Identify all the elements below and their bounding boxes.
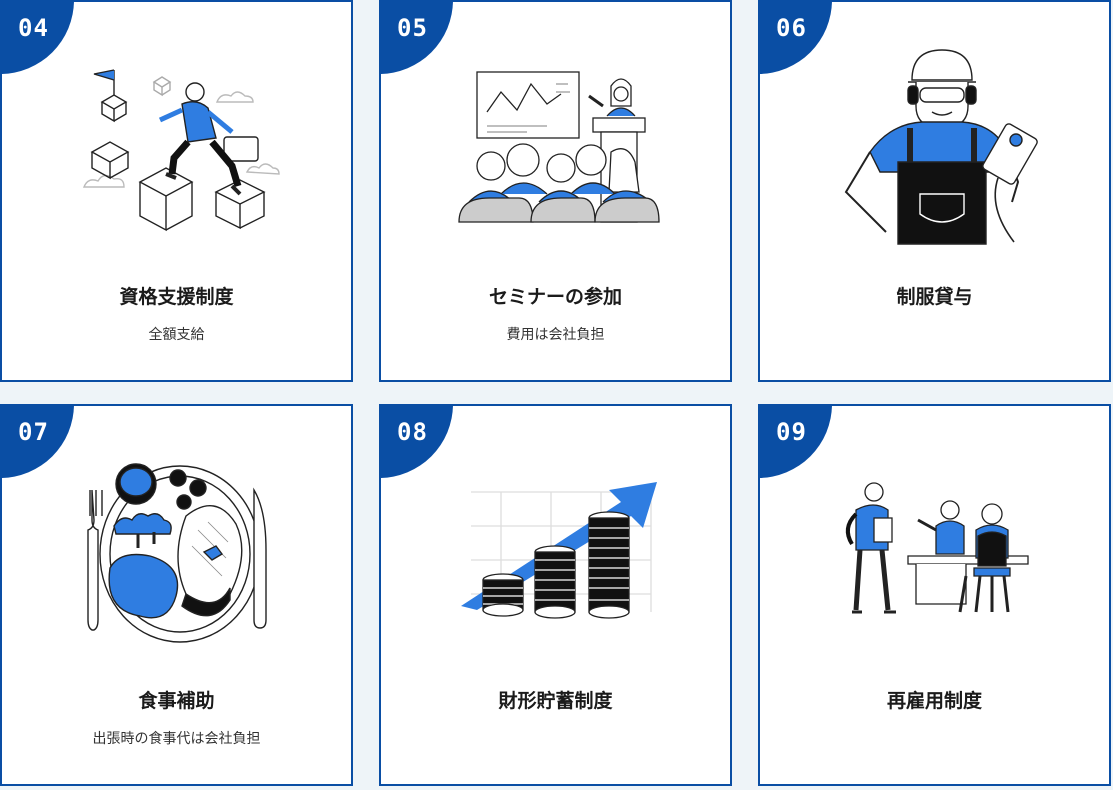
benefit-card-06: 06 制服貸与 — [758, 0, 1111, 382]
coin-growth-illustration — [461, 482, 657, 619]
office-meeting-illustration — [845, 482, 1029, 614]
card-title: 資格支援制度 — [119, 286, 234, 308]
card-subtitle: 出張時の食事代は会社負担 — [92, 731, 261, 747]
seminar-illustration — [458, 71, 660, 223]
uniform-worker-illustration — [844, 49, 1038, 245]
card-subtitle: 費用は会社負担 — [506, 327, 605, 343]
benefit-card-09: 09 再雇用制度 — [758, 404, 1111, 786]
card-subtitle: 全額支給 — [148, 327, 205, 343]
card-number-badge: 04 — [2, 2, 74, 74]
card-title: 制服貸与 — [896, 286, 973, 308]
card-title: 再雇用制度 — [886, 690, 982, 712]
meal-plate-illustration — [87, 463, 267, 643]
climbing-boxes-illustration — [82, 69, 280, 232]
card-number-badge: 09 — [760, 406, 832, 478]
card-title: セミナーの参加 — [488, 286, 622, 308]
benefit-card-04: 04 資格支援 — [0, 0, 353, 382]
card-title: 食事補助 — [138, 690, 215, 712]
benefit-card-07: 07 食事補助 — [0, 404, 353, 786]
benefit-card-05: 05 — [379, 0, 732, 382]
benefit-card-08: 08 財形貯蓄制度 — [379, 404, 732, 786]
card-title: 財形貯蓄制度 — [498, 690, 613, 712]
